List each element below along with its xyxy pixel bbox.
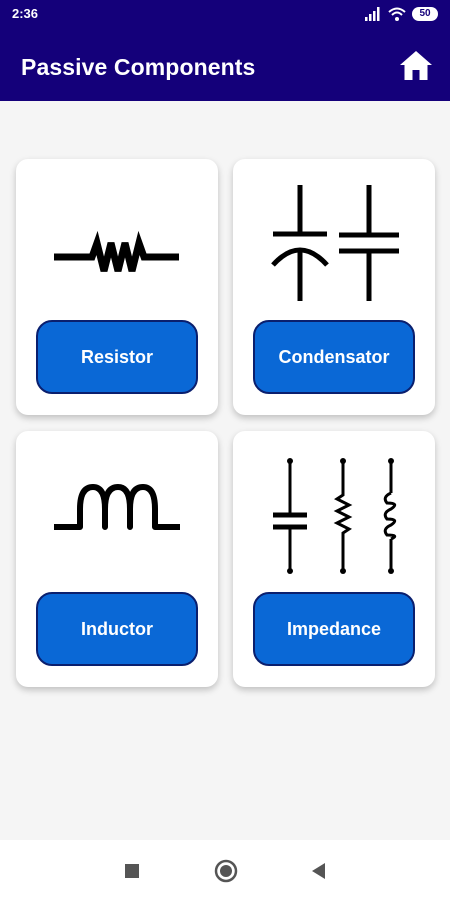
resistor-button[interactable]: Resistor (36, 320, 198, 394)
impedance-button[interactable]: Impedance (253, 592, 415, 666)
back-button[interactable] (303, 856, 333, 886)
inductor-button[interactable]: Inductor (36, 592, 198, 666)
system-home-button[interactable] (211, 856, 241, 886)
back-icon (312, 863, 325, 879)
resistor-symbol-icon (54, 230, 179, 272)
battery-indicator: 50 (412, 7, 438, 21)
recent-apps-icon (125, 864, 139, 878)
status-time: 2:36 (12, 6, 39, 21)
page-title: Passive Components (21, 54, 256, 80)
card-inductor: Inductor (16, 431, 218, 687)
inductor-symbol-icon (54, 484, 180, 530)
card-impedance: Impedance (233, 431, 435, 687)
recent-apps-button[interactable] (117, 856, 147, 886)
wifi-icon (388, 7, 406, 21)
card-resistor: Resistor (16, 159, 218, 415)
status-icons: 50 (364, 5, 438, 23)
system-home-icon (214, 859, 238, 883)
condensator-button[interactable]: Condensator (253, 320, 415, 394)
navigation-bar (0, 840, 450, 900)
status-bar: 2:36 50 (0, 0, 450, 28)
signal-icon (365, 7, 380, 21)
impedance-symbol-icon (273, 458, 397, 574)
home-icon (400, 51, 432, 80)
app-bar: Passive Components (0, 28, 450, 101)
card-condensator: Condensator (233, 159, 435, 415)
capacitor-symbol-icon (271, 185, 399, 301)
home-button[interactable] (398, 48, 434, 84)
